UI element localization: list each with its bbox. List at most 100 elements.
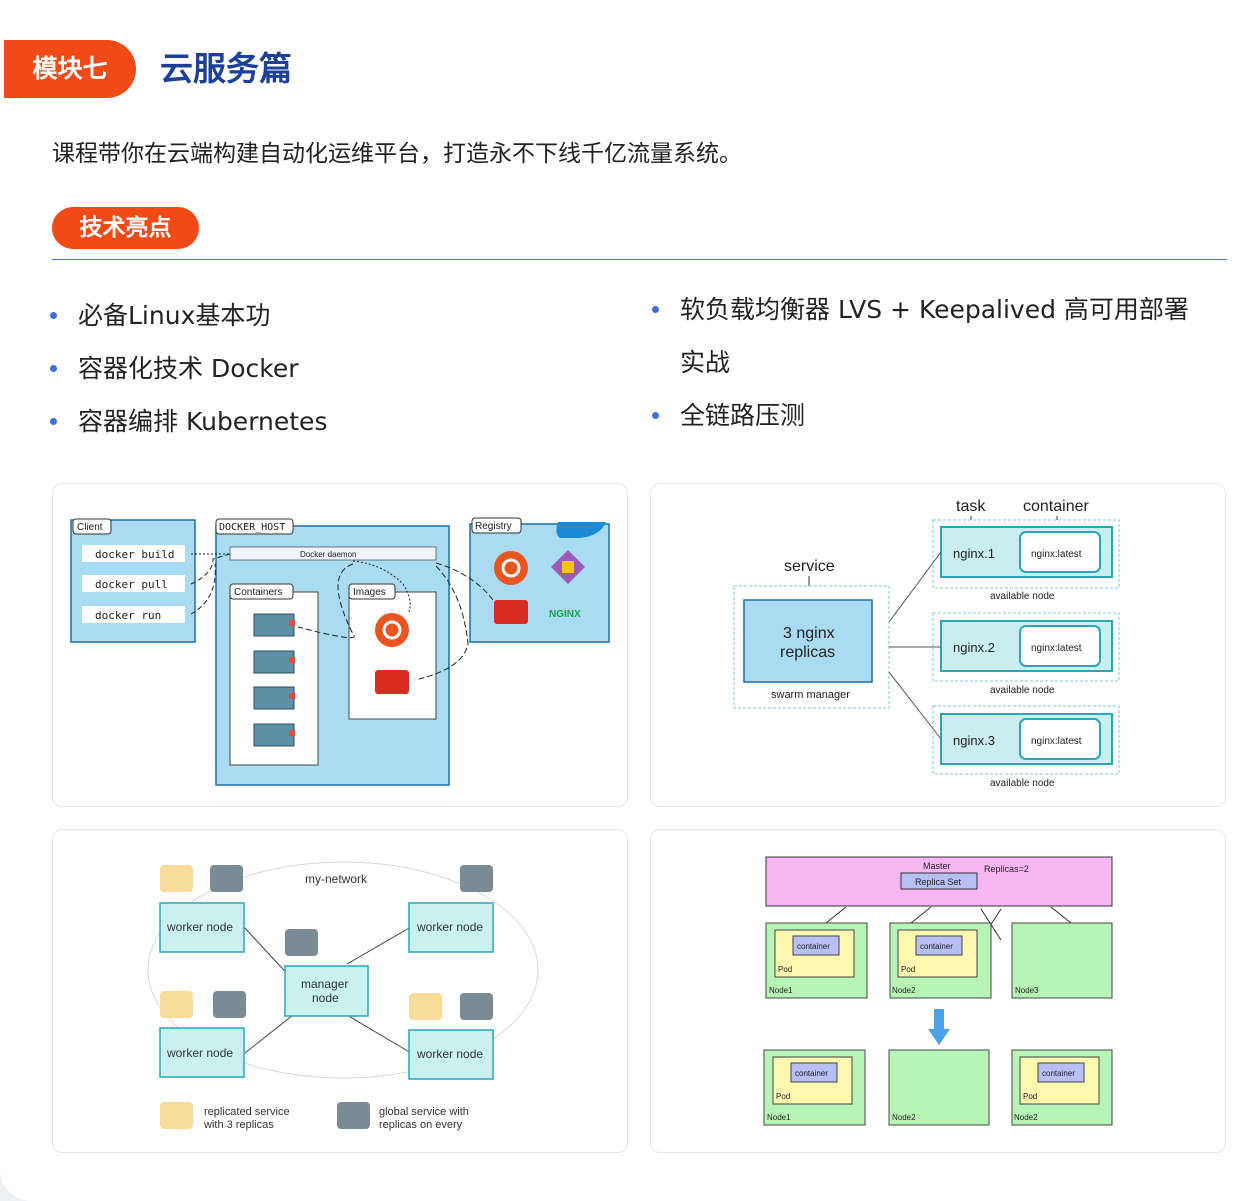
svg-text:nginx:latest: nginx:latest <box>1031 736 1082 747</box>
replicas-line1: 3 nginx <box>783 625 835 642</box>
svg-text:container: container <box>920 942 953 951</box>
list-item: 必备Linux基本功 <box>50 289 572 342</box>
svg-text:Pod: Pod <box>1023 1092 1037 1101</box>
bullet-dot-icon <box>50 365 57 372</box>
ubuntu-image-icon <box>375 613 409 647</box>
svg-text:Node2: Node2 <box>892 986 916 995</box>
docker-architecture-diagram: Client docker build docker pull docker r… <box>52 483 628 807</box>
docker-daemon-label: Docker daemon <box>300 550 356 559</box>
manager-node: manager node <box>284 965 369 1017</box>
ubuntu-registry-icon <box>494 551 528 585</box>
swarm-network-diagram: my-network worker node worker node <box>52 829 628 1153</box>
replicas-line2: replicas <box>780 644 835 661</box>
legend-global-swatch <box>337 1102 370 1129</box>
svg-text:Node2: Node2 <box>892 1113 916 1122</box>
worker-node-bottom-left: worker node <box>159 1027 245 1078</box>
registry-label: Registry <box>475 521 512 532</box>
swarm-manager-label: swarm manager <box>771 689 850 701</box>
redis-registry-icon <box>494 600 528 624</box>
svg-text:replicated service: replicated service <box>204 1106 290 1118</box>
task-node-2: nginx.2 nginx:latest available node <box>932 612 1120 696</box>
client-label: Client <box>77 522 103 533</box>
worker-node-top-right: worker node <box>408 902 494 953</box>
svg-text:nginx:latest: nginx:latest <box>1031 549 1082 560</box>
highlight-tag: 技术亮点 <box>52 207 199 249</box>
svg-text:available node: available node <box>990 685 1055 696</box>
svg-text:Pod: Pod <box>778 965 792 974</box>
docker-host-box: DOCKER_HOST Docker daemon Containers Ima… <box>215 518 450 786</box>
svg-text:available node: available node <box>990 591 1055 602</box>
svg-text:nginx.2: nginx.2 <box>953 640 995 655</box>
node3-bottom: container Pod Node2 <box>1011 1049 1113 1126</box>
images-label: Images <box>353 587 386 598</box>
svg-text:replicas on every: replicas on every <box>379 1119 463 1131</box>
container-heading: container <box>1023 498 1089 515</box>
list-item-continuation: 实战 <box>680 348 731 377</box>
svg-text:available node: available node <box>990 778 1055 789</box>
task-label: task <box>956 498 986 515</box>
module-title: 云服务篇 <box>160 49 292 88</box>
bullet-dot-icon <box>50 312 57 319</box>
module-tag: 模块七 <box>4 40 136 98</box>
svg-text:node: node <box>312 991 339 1005</box>
node1-bottom: container Pod Node1 <box>763 1049 866 1126</box>
node3-top: Node3 <box>1011 922 1113 999</box>
docker-whale-icon <box>556 522 606 538</box>
nginx-logo-text: NGINX <box>549 609 581 620</box>
divider <box>52 259 1227 260</box>
svg-text:Node3: Node3 <box>1015 986 1039 995</box>
replicaset-diagram: Master Replicas=2 Replica Set container … <box>650 829 1226 1153</box>
swarm-service-diagram: task container service 3 nginx replicas … <box>650 483 1226 807</box>
svg-text:container: container <box>1042 1069 1075 1078</box>
docker-host-label: DOCKER_HOST <box>219 522 285 533</box>
svg-text:container: container <box>797 942 830 951</box>
task-node-3: nginx.3 nginx:latest available node <box>932 705 1120 789</box>
task-node-1: nginx.1 nginx:latest available node <box>932 519 1120 602</box>
svg-text:worker node: worker node <box>416 920 483 934</box>
svg-text:Pod: Pod <box>901 965 915 974</box>
containers-label: Containers <box>234 587 282 598</box>
node1-top: container Pod Node1 <box>765 922 868 999</box>
node2-top: container Pod Node2 <box>889 922 992 999</box>
list-item: 容器编排 Kubernetes <box>50 395 572 448</box>
docker-build-command: docker build <box>95 548 174 561</box>
bullet-list-right: 软负载均衡器 LVS + Keepalived 高可用部署 实战 全链路压测 <box>652 283 1214 442</box>
svg-text:global service with: global service with <box>379 1106 469 1118</box>
client-box: Client docker build docker pull docker r… <box>70 518 196 643</box>
svg-text:nginx.3: nginx.3 <box>953 733 995 748</box>
svg-text:nginx:latest: nginx:latest <box>1031 643 1082 654</box>
bullet-dot-icon <box>50 418 57 425</box>
replicas-box <box>743 599 873 683</box>
svg-text:worker node: worker node <box>166 920 233 934</box>
docker-pull-command: docker pull <box>95 578 168 591</box>
svg-text:nginx.1: nginx.1 <box>953 546 995 561</box>
bullet-list-left: 必备Linux基本功 容器化技术 Docker 容器编排 Kubernetes <box>50 289 572 448</box>
svg-text:worker node: worker node <box>416 1047 483 1061</box>
worker-node-bottom-right: worker node <box>408 1029 494 1080</box>
svg-text:with 3 replicas: with 3 replicas <box>203 1119 274 1131</box>
svg-text:container: container <box>795 1069 828 1078</box>
worker-node-top-left: worker node <box>159 902 245 953</box>
svg-text:Pod: Pod <box>776 1092 790 1101</box>
master-label: Master <box>923 861 951 871</box>
docker-run-command: docker run <box>95 609 161 622</box>
svg-text:Node2: Node2 <box>1014 1113 1038 1122</box>
legend-replicated-swatch <box>160 1102 193 1129</box>
network-label: my-network <box>305 872 368 886</box>
registry-box: Registry NGINX <box>469 517 610 643</box>
svg-text:manager: manager <box>301 977 348 991</box>
list-item: 全链路压测 <box>652 389 1214 442</box>
list-item: 容器化技术 Docker <box>50 342 572 395</box>
down-arrow-icon <box>928 1009 950 1045</box>
bullet-dot-icon <box>652 412 659 419</box>
svg-text:worker node: worker node <box>166 1046 233 1060</box>
svg-text:Node1: Node1 <box>769 986 793 995</box>
container-stack-icon <box>253 613 295 747</box>
list-item: 软负载均衡器 LVS + Keepalived 高可用部署 <box>652 283 1214 336</box>
redis-image-icon <box>375 670 409 694</box>
replicas-count: Replicas=2 <box>984 864 1029 874</box>
bullet-dot-icon <box>652 306 659 313</box>
svg-text:Node1: Node1 <box>767 1113 791 1122</box>
service-label: service <box>784 558 835 575</box>
